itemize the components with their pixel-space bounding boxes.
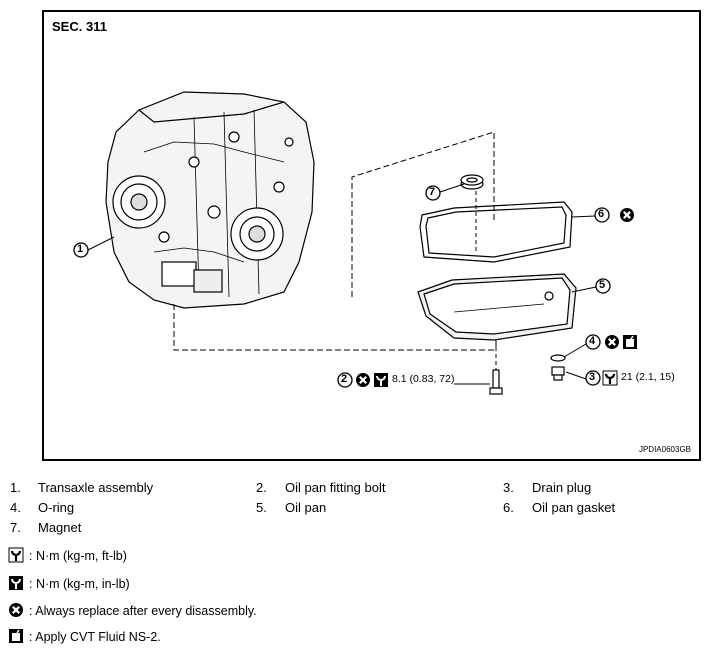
torque-wrench-icon [7, 546, 25, 564]
part-number: 5. [256, 500, 267, 515]
callout-6: 6 [598, 208, 605, 220]
replace-icon [354, 371, 372, 389]
replace-icon [603, 333, 621, 351]
symbol-legend-row: : Always replace after every disassembly… [7, 601, 527, 623]
torque-wrench-icon [601, 369, 619, 387]
part-number: 4. [10, 500, 21, 515]
diagram-art [73, 91, 638, 395]
plug-torque-value: 21 (2.1, 15) [621, 371, 675, 383]
magnet-drawing [460, 174, 484, 190]
transaxle-assembly-drawing [105, 91, 315, 309]
leader-lines [87, 183, 597, 385]
part-number: 7. [10, 520, 21, 535]
section-label: SEC. 311 [52, 19, 107, 34]
oil-pan-bolt-drawing [489, 369, 503, 395]
oil-pan-drawing [417, 273, 577, 341]
drain-plug-drawing [551, 366, 565, 381]
symbol-text: : N·m (kg-m, in-lb) [29, 577, 130, 591]
callout-5: 5 [599, 279, 606, 291]
part-name: O-ring [38, 500, 75, 515]
part-name: Magnet [38, 520, 82, 535]
torque-wrench-small-icon [373, 372, 389, 388]
replace-icon [618, 206, 636, 224]
symbol-legend-row: : N·m (kg-m, ft-lb) [7, 546, 527, 568]
part-number: 3. [503, 480, 514, 495]
figure-code: JPDIA0603GB [638, 445, 691, 454]
part-name: Transaxle assembly [38, 480, 154, 495]
part-name: Oil pan [285, 500, 327, 515]
torque-wrench-small-icon [8, 575, 24, 591]
symbol-text: : Apply CVT Fluid NS-2. [29, 630, 161, 644]
symbol-legend-row: : Apply CVT Fluid NS-2. [7, 627, 527, 649]
callout-4: 4 [589, 335, 596, 347]
part-name: Oil pan gasket [532, 500, 616, 515]
fluid-can-icon [8, 628, 24, 644]
fluid-can-icon [622, 334, 638, 350]
part-name: Drain plug [532, 480, 592, 495]
alignment-lines [173, 131, 497, 388]
callout-2: 2 [341, 373, 348, 385]
callout-circles [73, 185, 611, 388]
part-number: 2. [256, 480, 267, 495]
part-name: Oil pan fitting bolt [285, 480, 386, 495]
callout-7: 7 [429, 186, 436, 198]
oil-pan-gasket-drawing [419, 201, 573, 263]
part-number: 6. [503, 500, 514, 515]
bolt-torque-value: 8.1 (0.83, 72) [392, 373, 455, 385]
replace-icon [7, 601, 25, 619]
symbol-legend-row: : N·m (kg-m, in-lb) [7, 574, 527, 596]
symbol-text: : N·m (kg-m, ft-lb) [29, 549, 127, 563]
symbol-text: : Always replace after every disassembly… [29, 604, 257, 618]
callout-1: 1 [77, 243, 84, 255]
callout-3: 3 [589, 371, 596, 383]
part-number: 1. [10, 480, 21, 495]
exploded-diagram: SEC. 311 JPDIA0603GB [42, 10, 701, 461]
o-ring-drawing [550, 354, 566, 362]
